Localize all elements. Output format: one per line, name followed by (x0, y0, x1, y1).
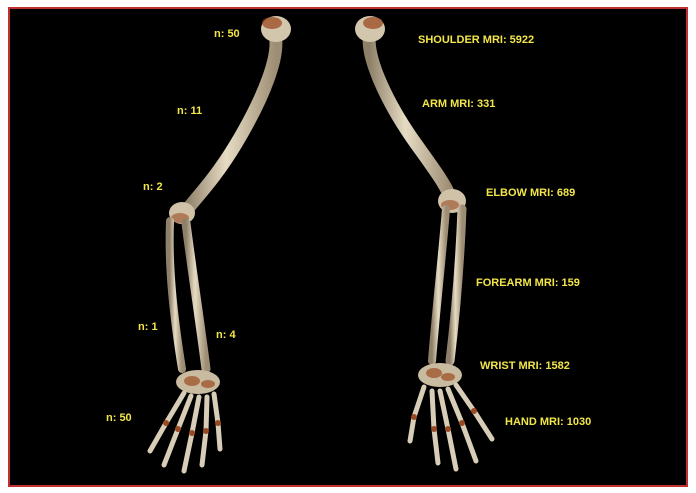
left-arm-count-label: n: 11 (177, 105, 202, 118)
left-forearm (170, 221, 206, 369)
left-forearm-radius-count-label: n: 4 (216, 329, 236, 342)
right-limb (355, 16, 492, 469)
right-hand (410, 385, 492, 469)
figure-frame: n: 50 n: 11 n: 2 n: 1 n: 4 n: 50 SHOULDE… (8, 7, 688, 487)
wrist-mri-label: WRIST MRI: 1582 (480, 360, 570, 373)
left-hand (150, 393, 221, 471)
shoulder-mri-label: SHOULDER MRI: 5922 (418, 34, 534, 47)
elbow-mri-label: ELBOW MRI: 689 (486, 187, 575, 200)
left-wrist (176, 370, 220, 394)
left-elbow-count-label: n: 2 (143, 181, 163, 194)
forearm-mri-label: FOREARM MRI: 159 (476, 277, 580, 290)
left-hand-count-label: n: 50 (106, 412, 132, 425)
hand-mri-label: HAND MRI: 1030 (505, 416, 591, 429)
arm-mri-label: ARM MRI: 331 (422, 98, 495, 111)
left-forearm-ulna-count-label: n: 1 (138, 321, 158, 334)
right-forearm (432, 209, 462, 361)
left-shoulder-count-label: n: 50 (214, 28, 240, 41)
left-limb (150, 16, 291, 471)
